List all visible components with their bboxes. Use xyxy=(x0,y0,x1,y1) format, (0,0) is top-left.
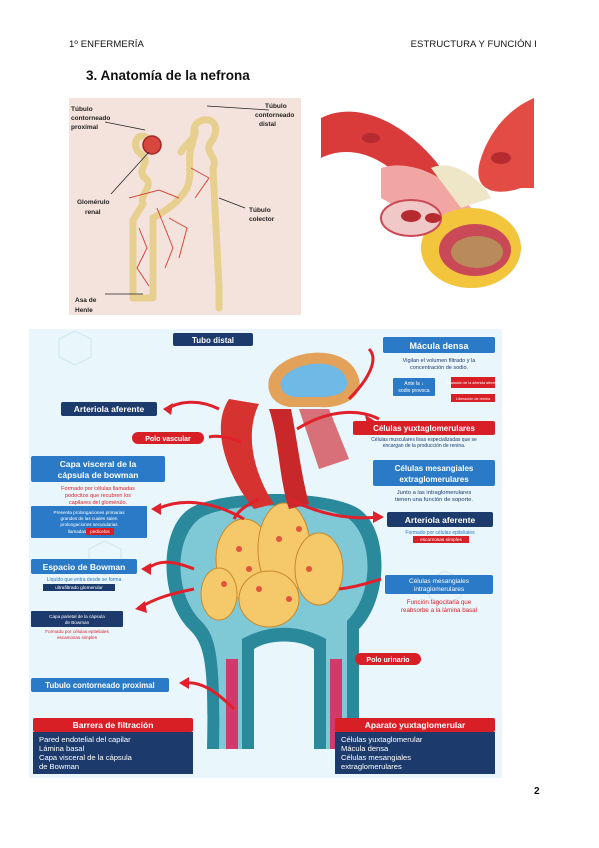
aparato-item: Células yuxtaglomerular xyxy=(341,735,423,744)
macula-densa-desc-2: concentración de sodio. xyxy=(410,365,469,371)
capa-parietal-1: Capa parietal de la cápsula xyxy=(49,614,105,619)
capa-visceral-title-1: Capa visceral de la xyxy=(60,459,137,469)
arteriola-right-desc-2: escamosas simples xyxy=(420,537,462,543)
capa-parietal-red-1: Formado por células epiteliales xyxy=(45,629,109,634)
nephron-infographic: Tubo distal Mácula densa Vigilan el volu… xyxy=(29,329,502,778)
aparato-item: Células mesangiales xyxy=(341,753,411,762)
mesangiales-intra-title-2: intraglomerulares xyxy=(414,586,465,593)
label-distal-3: distal xyxy=(259,121,276,128)
red-note-1-bg xyxy=(451,377,495,388)
podocitos-line-3: prolongaciones secundarias xyxy=(60,522,118,527)
label-colector-2: colector xyxy=(249,216,275,223)
red-note-2: Liberación de renina xyxy=(456,397,491,401)
page-number: 2 xyxy=(534,786,540,797)
barrera-title: Barrera de filtración xyxy=(73,720,154,730)
barrera-title-bg xyxy=(33,718,193,732)
barrera-list-bg xyxy=(33,732,193,774)
header-subject: ESTRUCTURA Y FUNCIÓN I xyxy=(410,39,537,50)
label-glomerulo-1: Glomérulo xyxy=(77,199,110,206)
mesangiales-extra-title-1: Células mesangiales xyxy=(395,464,474,473)
label-colector-1: Túbulo xyxy=(249,207,271,214)
pedicelos-highlight-bg xyxy=(86,528,114,535)
red-note-2-bg xyxy=(451,394,495,402)
macula-densa-desc-1: Vigilan el volumen filtrado y la xyxy=(403,358,477,364)
tubulo-proximal-label: Tubulo contorneado proximal xyxy=(45,681,154,690)
label-glomerulo-2: renal xyxy=(85,209,101,216)
label-distal-1: Túbulo xyxy=(265,103,287,110)
aparato-title-bg xyxy=(335,718,495,732)
label-proximal-2: contorneado xyxy=(71,115,110,122)
mesangiales-extra-bg xyxy=(373,460,495,486)
red-note-1: Dilatación de la arteriola aferente xyxy=(447,381,500,385)
espacio-bowman-desc-2: ultrafiltrado glomerular xyxy=(55,585,103,591)
celulas-yuxta-title: Células yuxtaglomerulares xyxy=(373,424,475,433)
mesangiales-intra-red-2: reabsorbe a la lámina basal xyxy=(401,607,477,614)
ante-sodio-2: sodio provoca xyxy=(398,388,429,394)
nephron-infographic-figure: Tubo distal Mácula densa Vigilan el volu… xyxy=(29,329,502,778)
polo-vascular-label: Polo vascular xyxy=(145,436,191,443)
capa-visceral-red-3: capilares del glomérulo. xyxy=(69,500,128,506)
nephron-schematic: Túbulo contorneado proximal Túbulo conto… xyxy=(69,98,301,315)
barrera-item: de Bowman xyxy=(39,762,79,771)
celulas-yuxta-bg xyxy=(353,421,495,435)
mesangiales-intra-bg xyxy=(385,575,493,594)
ante-sodio-bg xyxy=(393,378,435,396)
arteriola-left-label: Arteriola aferente xyxy=(74,404,145,414)
label-distal-2: contorneado xyxy=(255,112,294,119)
section-title: 3. Anatomía de la nefrona xyxy=(86,68,250,83)
header-course: 1º ENFERMERÍA xyxy=(69,39,144,50)
arteriola-right-desc-2-bg xyxy=(413,536,469,543)
aparato-title: Aparato yuxtaglomerular xyxy=(365,720,466,730)
aparato-list-bg xyxy=(335,732,495,774)
capa-visceral-red-2: podocitos que recubren los xyxy=(65,493,131,499)
polo-urinario-label: Polo urinario xyxy=(366,657,409,664)
arteriola-right-bg xyxy=(387,512,493,527)
pedicelos-highlight: pedicelos xyxy=(90,529,110,534)
mesangiales-intra-title-1: Células mesangiales xyxy=(409,578,470,585)
juxtaglomerular-3d-figure xyxy=(321,98,534,316)
espacio-bowman-desc-1: Líquido que entra desde se forma xyxy=(47,577,122,583)
tubo-distal-tag-bg xyxy=(173,333,253,346)
capa-parietal-bg xyxy=(31,611,123,627)
aparato-item: extraglomerulares xyxy=(341,762,402,771)
label-proximal-1: Túbulo xyxy=(71,106,93,113)
capa-visceral-title-2: cápsula de bowman xyxy=(58,470,139,480)
arteriola-right-desc-1: Formado por células epiteliales xyxy=(405,530,475,536)
capa-visceral-red-1: Formado por células llamadas xyxy=(61,486,135,492)
macula-densa-tag-bg xyxy=(383,337,495,353)
ante-sodio-1: Ante la ↓ xyxy=(404,381,423,387)
podocitos-box-bg xyxy=(31,506,147,538)
barrera-item: Lámina basal xyxy=(39,744,84,753)
celulas-yuxta-desc-2: encargan de la producción de renina. xyxy=(383,443,466,449)
label-proximal-3: proximal xyxy=(71,124,98,131)
tubo-distal-label: Tubo distal xyxy=(192,336,234,345)
arteriola-right-title: Arteriola aferente xyxy=(405,515,476,525)
polo-urinario-bg xyxy=(355,653,421,665)
celulas-yuxta-desc-1: Células musculares lisas especializadas … xyxy=(371,437,477,443)
label-henle-1: Asa de xyxy=(75,297,97,304)
barrera-item: Pared endotelial del capilar xyxy=(39,735,131,744)
capa-parietal-2: de Bowman xyxy=(65,620,90,625)
podocitos-line-2: grandes de las cuales salen xyxy=(61,516,118,521)
macula-densa-title: Mácula densa xyxy=(409,341,469,351)
podocitos-line-4: llamadas xyxy=(68,529,87,534)
capa-parietal-red-2: escamosas simples xyxy=(57,635,98,640)
mesangiales-extra-desc-1: Junto a las intraglomerulares xyxy=(397,490,472,496)
arteriola-left-bg xyxy=(61,402,157,416)
polo-vascular-bg xyxy=(132,432,204,444)
tubulo-proximal-bg xyxy=(31,678,169,692)
espacio-bowman-desc-2-bg xyxy=(43,584,115,591)
label-henle-2: Henle xyxy=(75,307,93,314)
mesangiales-extra-title-2: extraglomerulares xyxy=(399,475,469,484)
juxtaglomerular-illustration xyxy=(321,98,534,316)
capa-visceral-bg xyxy=(31,456,165,482)
nephron-schematic-figure: Túbulo contorneado proximal Túbulo conto… xyxy=(69,98,301,315)
espacio-bowman-bg xyxy=(31,559,137,574)
mesangiales-intra-red-1: Función fagocitaria que xyxy=(407,599,472,606)
mesangiales-extra-desc-2: tienen una función de soporte. xyxy=(395,497,473,503)
aparato-item: Mácula densa xyxy=(341,744,389,753)
podocitos-line-1: Presenta prolongaciones primarias xyxy=(54,510,126,515)
barrera-item: Capa visceral de la cápsula xyxy=(39,753,133,762)
espacio-bowman-title: Espacio de Bowman xyxy=(43,562,126,572)
